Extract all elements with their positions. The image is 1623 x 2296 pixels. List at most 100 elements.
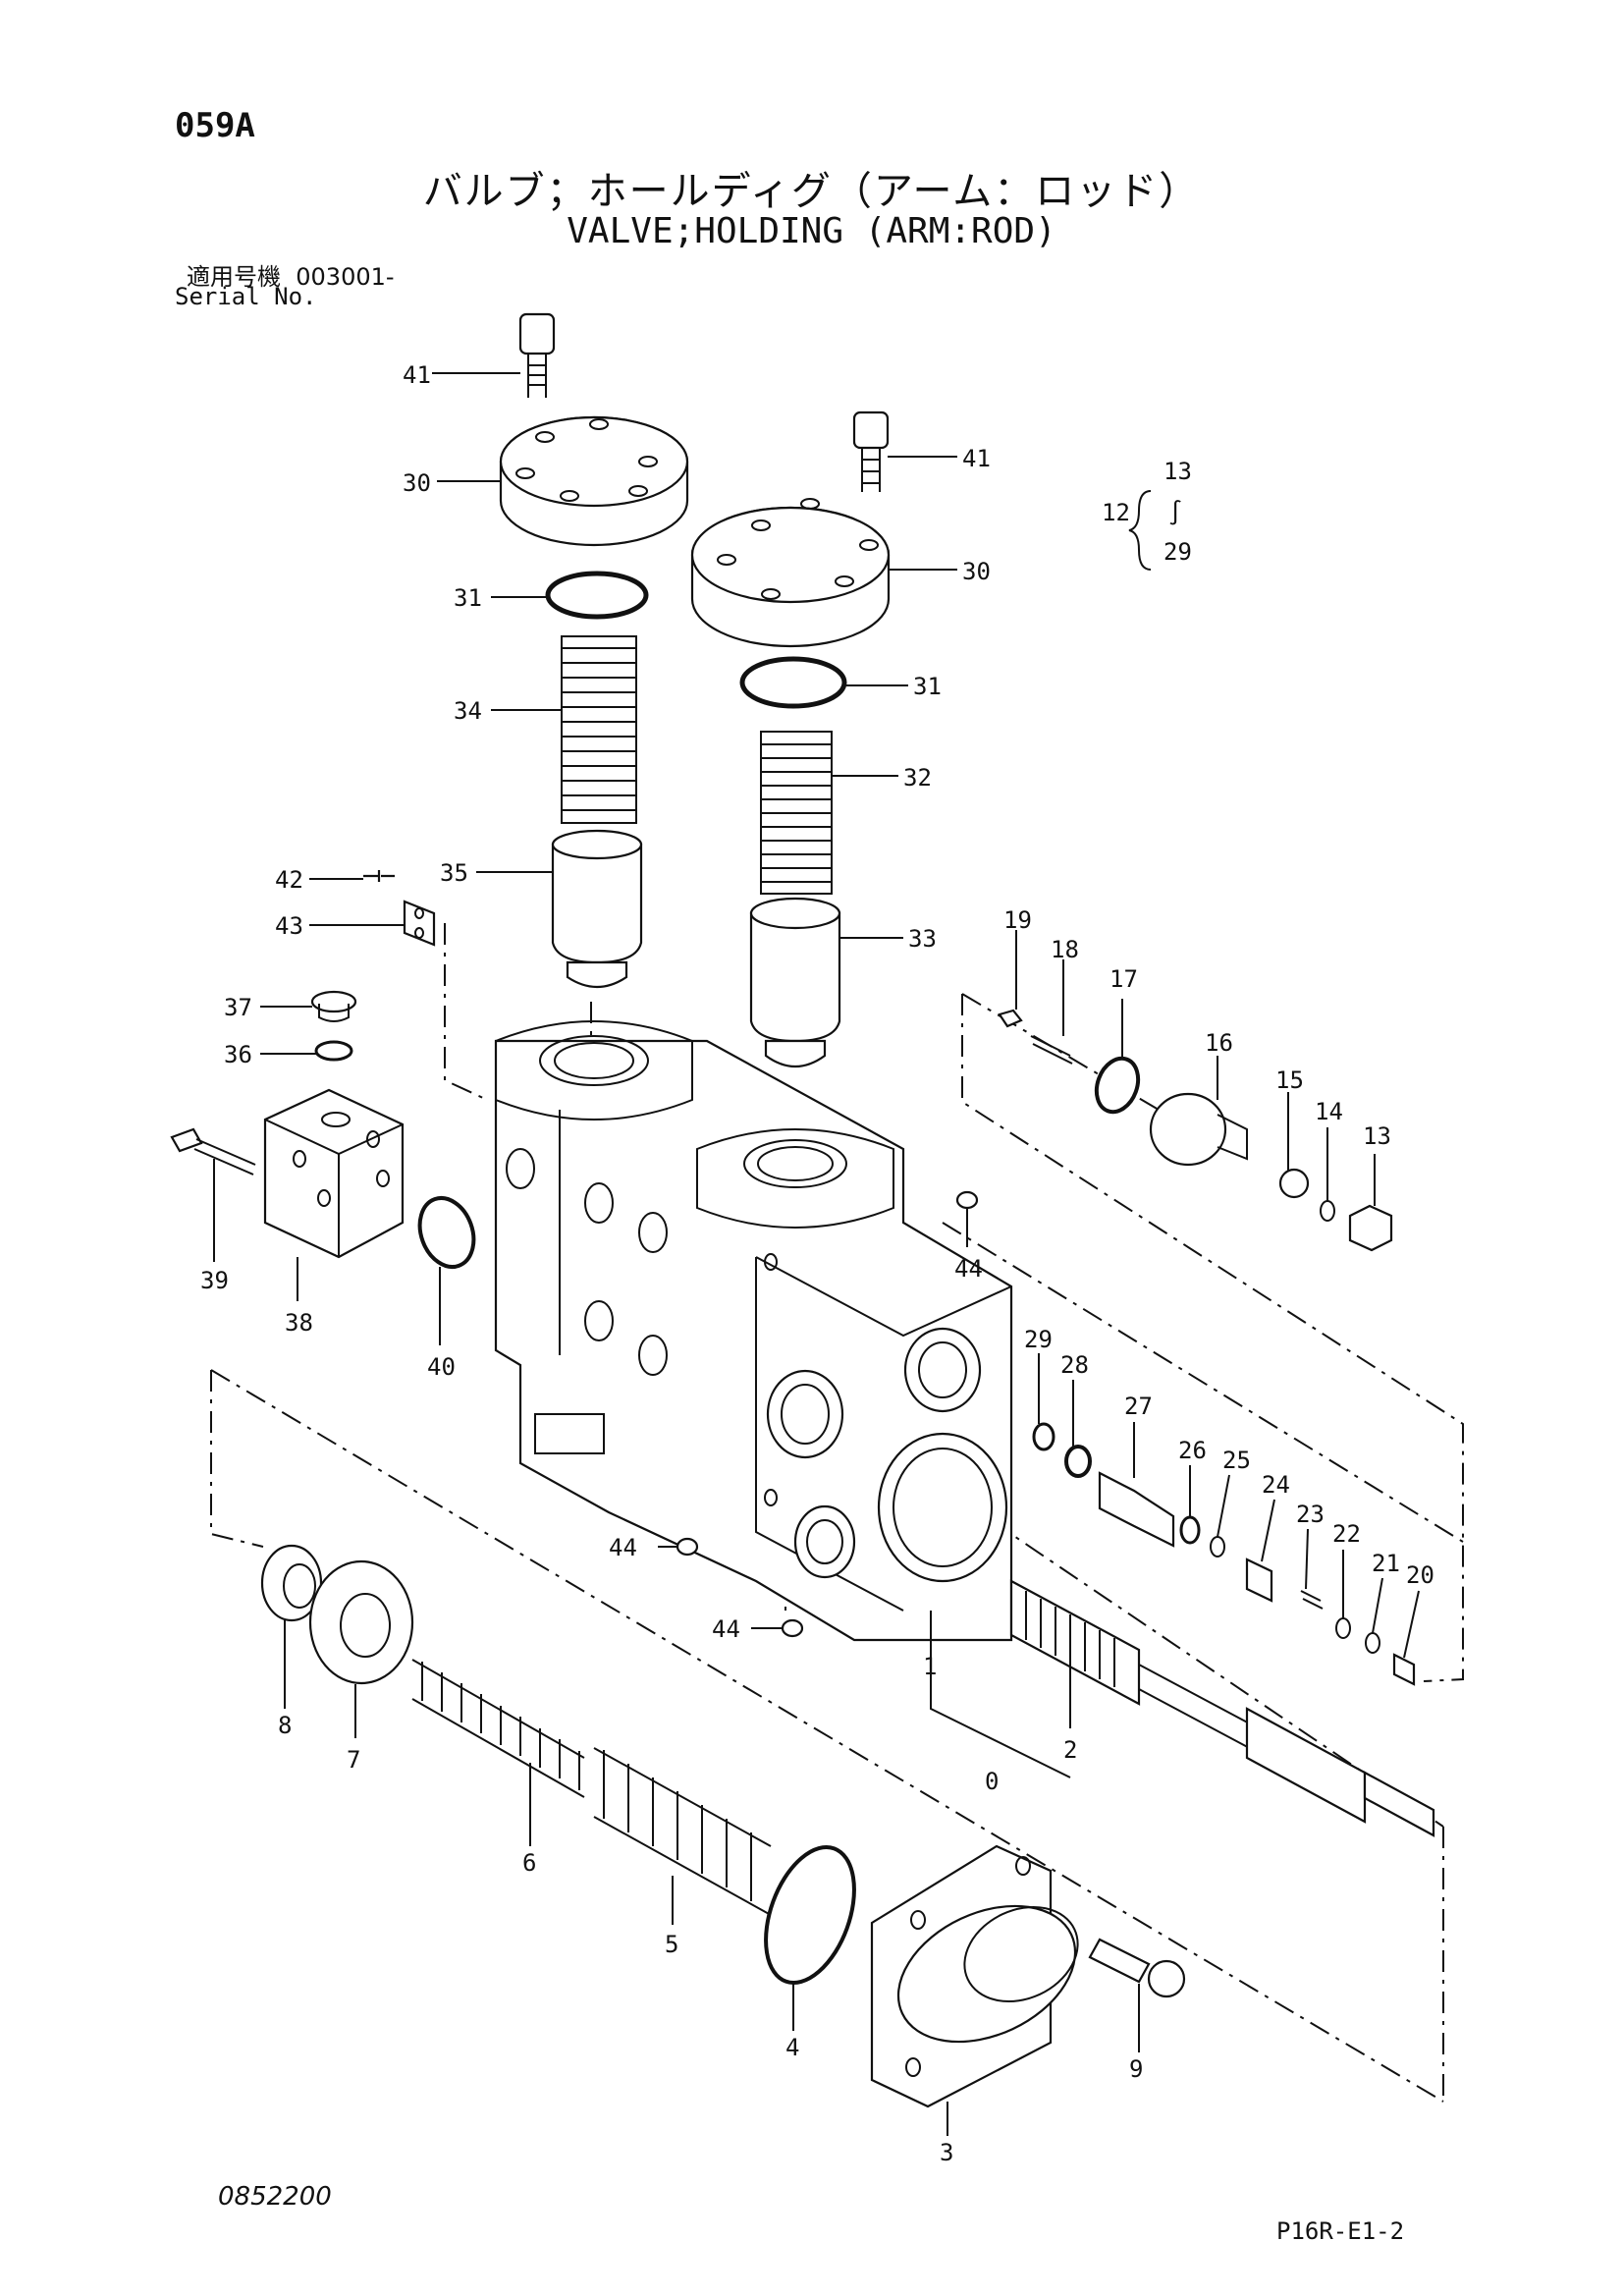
- callout-labels: 41 30 31 3 4 35 42 43 37 36 39 38 40 41 3…: [200, 361, 1434, 2166]
- range-brace: [1128, 490, 1152, 571]
- callout-1: 1: [923, 1653, 937, 1680]
- oring-4: [764, 1844, 856, 1986]
- callout-19: 19: [1003, 906, 1032, 934]
- cover-30-left-top: [499, 415, 689, 508]
- callout-21: 21: [1372, 1550, 1400, 1577]
- left-cover-stack: [499, 312, 689, 988]
- plug-16: [1149, 1092, 1227, 1167]
- right-cover-stack: [690, 410, 891, 1067]
- callout-5: 5: [665, 1931, 678, 1958]
- check-valve-parts: [998, 1009, 1393, 1252]
- part-15: [1278, 1168, 1310, 1199]
- serial-applicability: 適用号機 003001-: [187, 257, 395, 292]
- screw-41b-head: [852, 410, 890, 450]
- boundary-right-mid: [942, 1222, 1464, 1543]
- callout-15: 15: [1275, 1066, 1304, 1094]
- plate-43: [403, 900, 436, 947]
- leader-lines: [213, 372, 1420, 2136]
- callout-36: 36: [224, 1041, 252, 1068]
- callout-40: 40: [427, 1353, 456, 1381]
- part-27: [1098, 1471, 1175, 1548]
- boundary-spool-axis: [956, 1497, 1444, 1828]
- callout-22: 22: [1332, 1520, 1361, 1548]
- callout-35: 35: [440, 859, 468, 887]
- callout-17: 17: [1109, 965, 1138, 993]
- bolt-39-head: [170, 1127, 203, 1153]
- callout-38: 38: [285, 1309, 313, 1337]
- callout-26: 26: [1178, 1437, 1207, 1464]
- part-20: [1392, 1653, 1416, 1686]
- oring-17: [1094, 1056, 1141, 1115]
- oring-31-right: [739, 656, 847, 709]
- callout-3: 3: [940, 2139, 953, 2166]
- callout-30b: 30: [962, 558, 991, 585]
- part-24: [1245, 1558, 1273, 1603]
- serial-value: 003001-: [296, 263, 395, 291]
- piston-35: [551, 843, 643, 964]
- callout-31: 31: [454, 584, 482, 612]
- callout-33: 33: [908, 925, 937, 953]
- callout-37: 37: [224, 994, 252, 1021]
- callout-13: 13: [1363, 1122, 1391, 1150]
- title-english: VALVE;HOLDING (ARM:ROD): [567, 211, 1056, 251]
- callout-44c: 44: [712, 1615, 740, 1643]
- serial-label-jp: 適用号機: [187, 263, 281, 291]
- oring-36: [314, 1040, 353, 1062]
- callout-30: 30: [403, 469, 431, 497]
- callout-32: 32: [903, 764, 932, 792]
- screw-41-thread: [527, 354, 547, 398]
- boundary-plate-43: [444, 923, 484, 1099]
- oring-31-left: [545, 571, 649, 620]
- callout-18: 18: [1051, 936, 1079, 963]
- callout-44b: 44: [609, 1534, 637, 1561]
- spring-34: [561, 635, 637, 824]
- lower-parts: [260, 1544, 1186, 2108]
- screw-41-head: [518, 312, 556, 355]
- valve-body: [494, 1020, 1013, 1642]
- sheet-code: P16R-E1-2: [1276, 2217, 1405, 2245]
- spring-6: [411, 1659, 585, 1798]
- callout-20: 20: [1406, 1561, 1434, 1589]
- callout-42: 42: [275, 866, 303, 894]
- boundary-diagonal-lower: [210, 1369, 1444, 2103]
- nut-13: [1348, 1204, 1393, 1252]
- callout-31b: 31: [913, 673, 942, 700]
- callout-39: 39: [200, 1267, 229, 1294]
- callout-27: 27: [1124, 1393, 1153, 1420]
- callout-43: 43: [275, 912, 303, 940]
- block-38: [263, 1088, 405, 1259]
- piston-33: [749, 911, 841, 1043]
- drawing-number: 0852200: [218, 2182, 332, 2212]
- spool-bore: [877, 1432, 1008, 1583]
- callout-4: 4: [785, 2034, 799, 2061]
- callout-41: 41: [403, 361, 431, 389]
- bolt-39-shank: [193, 1138, 256, 1175]
- bolt-9: [1088, 1938, 1151, 1984]
- callout-0: 0: [985, 1768, 999, 1795]
- boundary-check-valve: [961, 994, 1464, 1682]
- callout-41b: 41: [962, 445, 991, 472]
- callout-14: 14: [1315, 1098, 1343, 1125]
- plugs-44: [676, 1190, 979, 1638]
- spring-32: [760, 731, 833, 895]
- range-label-12: 12: [1102, 499, 1130, 526]
- spring-5: [593, 1747, 772, 1916]
- callout-9: 9: [1129, 2055, 1143, 2083]
- page-code: 059A: [175, 106, 255, 145]
- range-tilde: ∫: [1168, 499, 1182, 526]
- oring-40: [417, 1196, 476, 1269]
- spool-2: [1009, 1579, 1435, 1837]
- callout-23: 23: [1296, 1501, 1325, 1528]
- callout-8: 8: [278, 1712, 292, 1739]
- plug-37: [310, 990, 357, 1013]
- callout-24: 24: [1262, 1471, 1290, 1499]
- callout-6: 6: [522, 1849, 536, 1877]
- range-from-13: 13: [1163, 458, 1192, 485]
- spring-18: [1030, 1035, 1073, 1065]
- part-19: [998, 1009, 1023, 1028]
- callout-7: 7: [347, 1746, 360, 1774]
- washer-7: [308, 1559, 414, 1685]
- range-to-29: 29: [1163, 538, 1192, 566]
- oring-14: [1320, 1200, 1335, 1222]
